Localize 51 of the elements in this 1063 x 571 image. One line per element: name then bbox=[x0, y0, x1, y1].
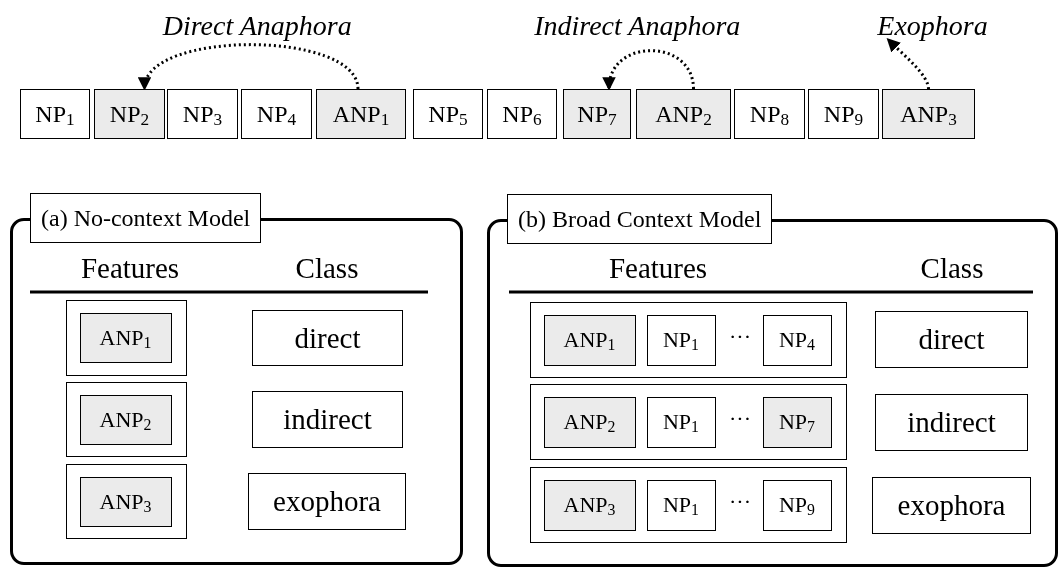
class-box: direct bbox=[875, 311, 1028, 368]
column-header: Class bbox=[295, 252, 359, 285]
noun-phrase-box: NP$_{1}$ bbox=[646, 479, 716, 531]
class-box: exophora bbox=[248, 473, 406, 530]
curved-arrow bbox=[603, 49, 695, 91]
curved-arrow bbox=[886, 38, 930, 90]
noun-phrase-box: NP$_{1}$ bbox=[646, 314, 716, 366]
ellipsis: ··· bbox=[729, 406, 751, 432]
noun-phrase-box: NP$_{4}$ bbox=[762, 314, 832, 366]
noun-phrase-box: NP$_{6}$ bbox=[487, 89, 557, 139]
noun-phrase-box: NP$_{9}$ bbox=[762, 479, 832, 531]
noun-phrase-box: ANP$_{1}$ bbox=[79, 312, 172, 363]
noun-phrase-box: ANP$_{1}$ bbox=[543, 314, 636, 366]
edge-label: Exophora bbox=[877, 10, 988, 42]
curved-arrow bbox=[141, 43, 360, 91]
class-box: exophora bbox=[872, 477, 1031, 534]
noun-phrase-box: NP$_{1}$ bbox=[646, 396, 716, 448]
noun-phrase-box: ANP$_{2}$ bbox=[636, 89, 731, 139]
feature-row-box bbox=[66, 464, 187, 539]
noun-phrase-box: ANP$_{2}$ bbox=[79, 394, 172, 445]
noun-phrase-box: NP$_{9}$ bbox=[808, 89, 879, 139]
noun-phrase-box: ANP$_{3}$ bbox=[543, 479, 636, 531]
ellipsis: ··· bbox=[729, 489, 751, 515]
noun-phrase-box: NP$_{7}$ bbox=[563, 89, 631, 139]
ellipsis: ··· bbox=[729, 324, 751, 350]
feature-row-box bbox=[66, 382, 187, 457]
class-box: indirect bbox=[252, 391, 403, 448]
feature-row-box bbox=[66, 300, 187, 376]
noun-phrase-box: NP$_{2}$ bbox=[94, 89, 165, 139]
noun-phrase-box: ANP$_{3}$ bbox=[79, 476, 172, 527]
noun-phrase-box: ANP$_{2}$ bbox=[543, 396, 636, 448]
panel-title: (a) No-context Model bbox=[30, 193, 262, 243]
column-header: Features bbox=[80, 252, 180, 285]
edge-label: Indirect Anaphora bbox=[534, 10, 741, 42]
noun-phrase-box: ANP$_{1}$ bbox=[316, 89, 406, 139]
noun-phrase-box: ANP$_{3}$ bbox=[882, 89, 975, 139]
noun-phrase-box: NP$_{4}$ bbox=[241, 89, 312, 139]
edge-label: Direct Anaphora bbox=[162, 10, 352, 42]
feature-row-box bbox=[530, 302, 847, 378]
feature-row-box bbox=[530, 384, 847, 460]
class-box: direct bbox=[252, 310, 403, 366]
noun-phrase-box: NP$_{7}$ bbox=[762, 396, 832, 448]
feature-row-box bbox=[530, 467, 847, 543]
class-box: indirect bbox=[875, 394, 1028, 451]
noun-phrase-box: NP$_{8}$ bbox=[734, 89, 805, 139]
noun-phrase-box: NP$_{5}$ bbox=[413, 89, 483, 139]
column-header: Class bbox=[920, 252, 984, 285]
noun-phrase-box: NP$_{3}$ bbox=[167, 89, 238, 139]
column-header: Features bbox=[608, 252, 708, 285]
noun-phrase-box: NP$_{1}$ bbox=[20, 89, 90, 139]
panel-title: (b) Broad Context Model bbox=[507, 194, 773, 244]
